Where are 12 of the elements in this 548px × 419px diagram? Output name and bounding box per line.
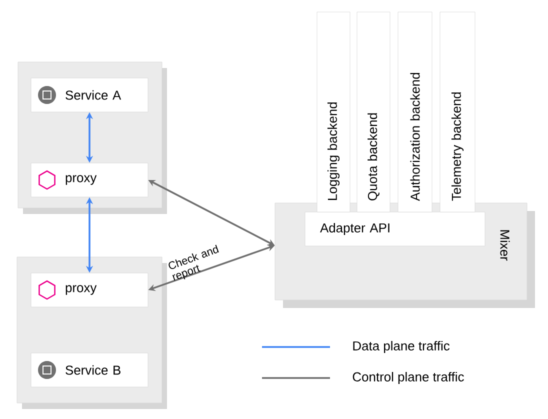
api-box: Adapter API bbox=[304, 212, 486, 246]
proxy-box: proxy bbox=[30, 272, 148, 308]
backend-box: Quota backend bbox=[356, 12, 390, 212]
legend-text: Data plane traffic bbox=[353, 340, 450, 354]
service-box: Service A bbox=[30, 78, 148, 112]
edge-label: Check and report bbox=[168, 244, 219, 281]
backend-box: Logging backend bbox=[316, 12, 350, 212]
backend-box: Telemetry backend bbox=[440, 12, 476, 212]
legend-text: Control plane traffic bbox=[352, 372, 464, 384]
backend-box: Authorization backend bbox=[398, 12, 432, 212]
proxy-box: proxy bbox=[30, 162, 148, 198]
service-box: Service B bbox=[30, 352, 148, 388]
